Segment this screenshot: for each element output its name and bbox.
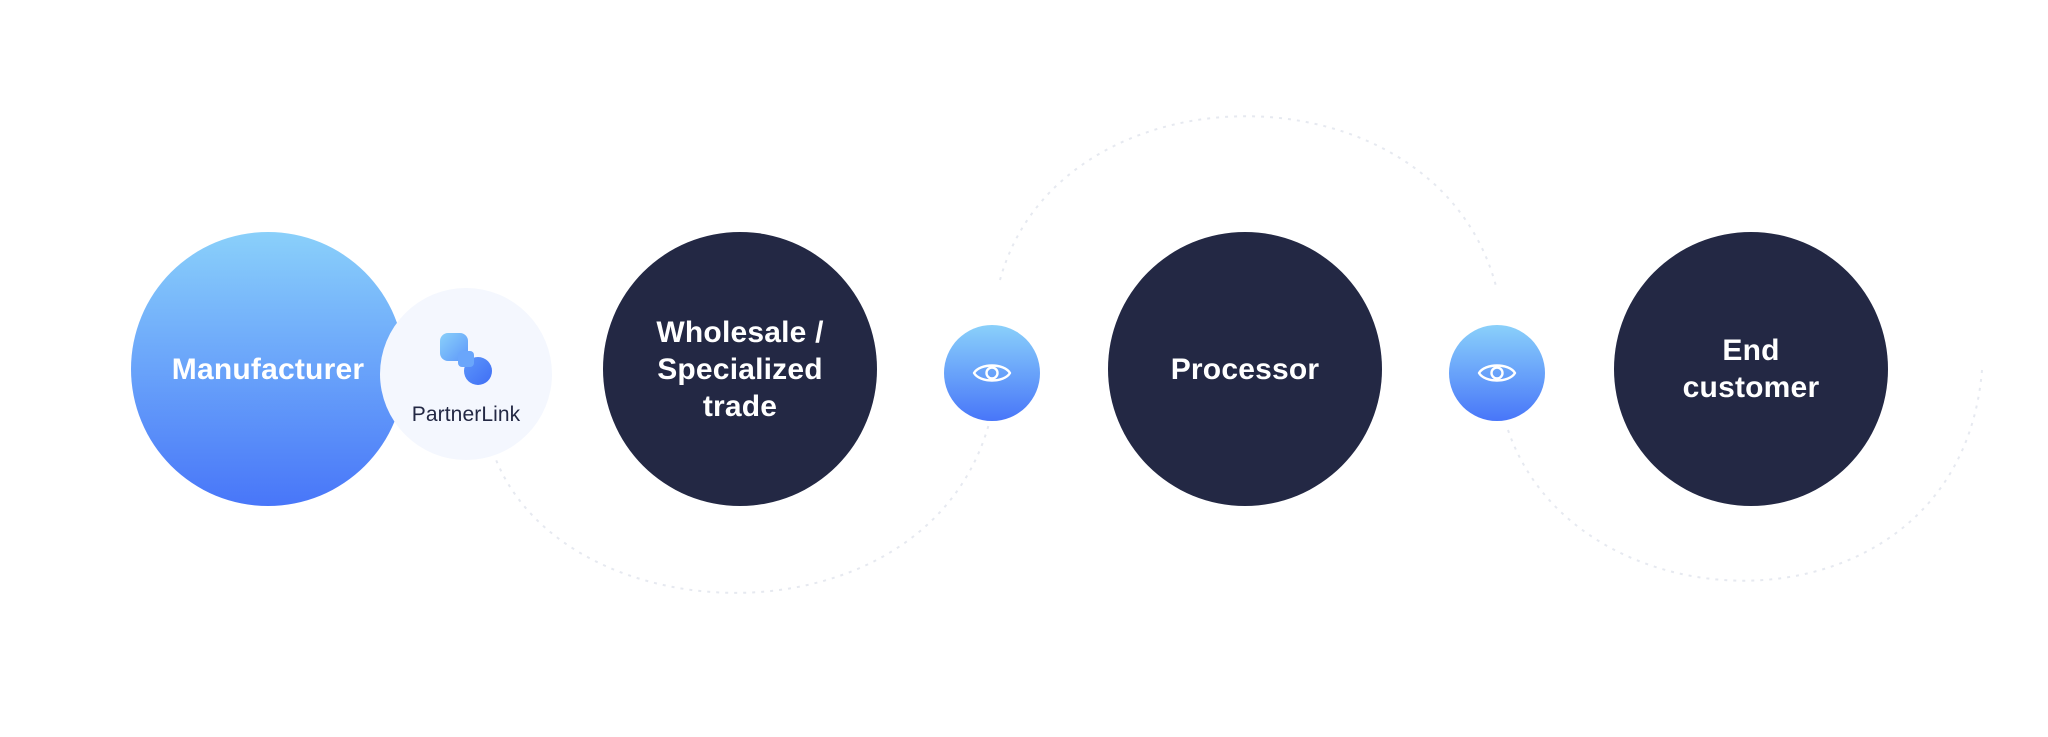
node-end-customer: End customer: [1614, 232, 1888, 506]
partnerlink-badge: PartnerLink: [380, 288, 552, 460]
node-processor: Processor: [1108, 232, 1382, 506]
connector-arc-lower-1: [492, 419, 991, 594]
node-end-customer-label: End customer: [1682, 334, 1820, 404]
visibility-connector-1: [944, 325, 1040, 421]
eye-icon: [972, 364, 1012, 382]
connector-arc-lower-2: [1507, 369, 1983, 582]
visibility-connector-2: [1449, 325, 1545, 421]
node-wholesale-label: Wholesale / Specialized trade: [656, 315, 824, 423]
node-manufacturer: Manufacturer: [131, 232, 405, 506]
partnerlink-label: PartnerLink: [411, 403, 521, 426]
connector-arc-upper: [999, 115, 1498, 291]
node-wholesale: Wholesale / Specialized trade: [603, 232, 877, 506]
partnerlink-logo-icon: [440, 333, 492, 385]
eye-icon: [1477, 364, 1517, 382]
node-manufacturer-label: Manufacturer: [171, 352, 365, 386]
node-processor-label: Processor: [1170, 352, 1320, 386]
